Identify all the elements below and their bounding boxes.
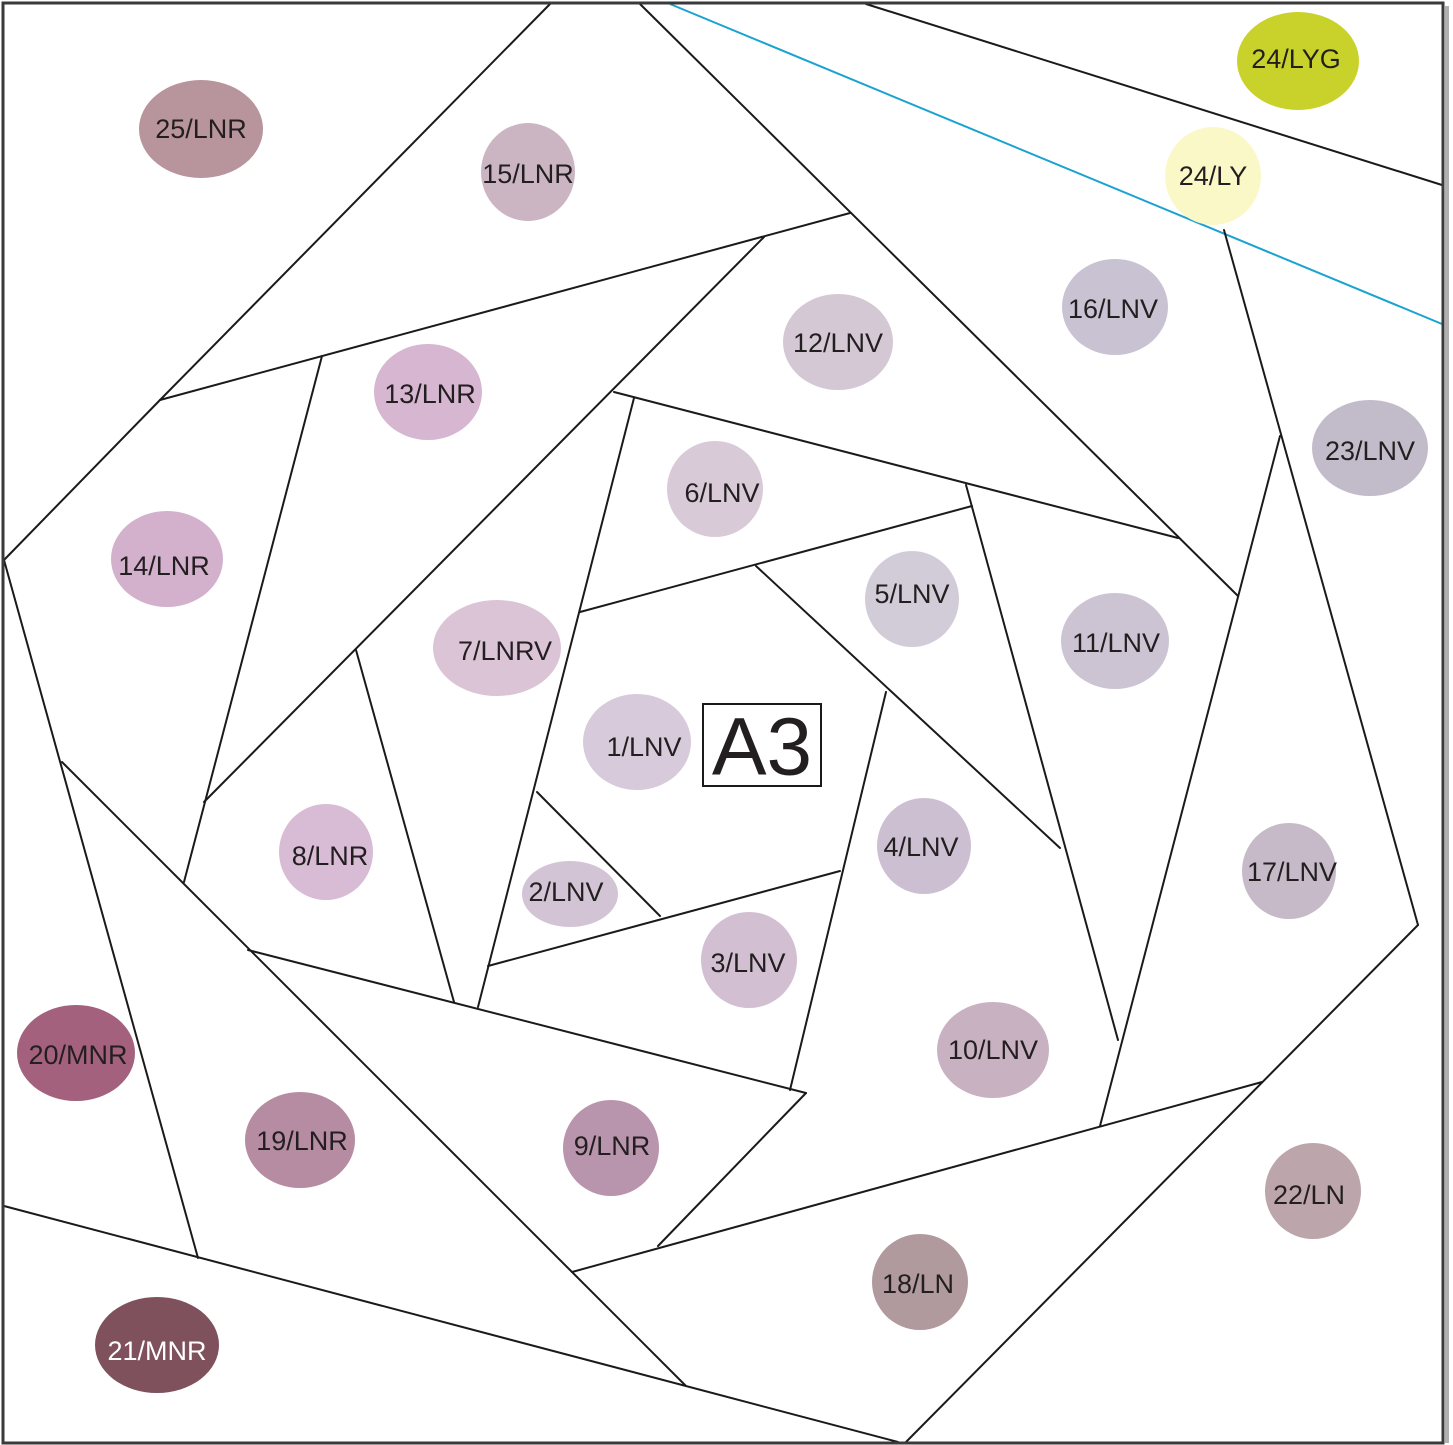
piece-9-lnr: 9/LNR: [563, 1100, 659, 1196]
piece-22-ln-bubble: [1265, 1143, 1361, 1239]
piece-13-lnr: 13/LNR: [374, 344, 482, 440]
piece-1-lnv: 1/LNV: [583, 694, 691, 790]
piece-15-lnr-bubble: [481, 123, 575, 221]
piece-labels: 25/LNR 15/LNR 24/LYG 24/LY 16/LNV 12/LNV…: [17, 12, 1428, 1393]
piece-19-lnr-bubble: [245, 1092, 355, 1188]
piece-2-lnv-label: 2/LNV: [528, 877, 603, 907]
piece-4-lnv-bubble: [877, 798, 971, 894]
piece-22-ln: 22/LN: [1265, 1143, 1361, 1239]
section-title-text: A3: [712, 702, 812, 793]
piece-12-lnv-label: 12/LNV: [793, 328, 883, 358]
piece-23-lnv: 23/LNV: [1312, 400, 1428, 496]
piece-20-mnr-bubble: [17, 1005, 135, 1101]
piece-8-lnr-label: 8/LNR: [292, 841, 369, 871]
piece-13-lnr-bubble: [374, 344, 482, 440]
piece-14-lnr: 14/LNR: [111, 511, 223, 607]
piece-25-lnr: 25/LNR: [139, 80, 263, 178]
piece-1-lnv-bubble: [583, 694, 691, 790]
piece-25-lnr-label: 25/LNR: [155, 114, 247, 144]
piece-outlines: [3, 3, 1443, 1443]
piece-20-mnr-label: 20/MNR: [28, 1040, 127, 1070]
piece-16-lnv: 16/LNV: [1062, 259, 1168, 355]
piece-12-lnv-bubble: [783, 294, 893, 390]
piece-7-lnrv-label: 7/LNRV: [458, 636, 552, 666]
piece-11-lnv: 11/LNV: [1061, 593, 1169, 689]
piece-25-lnr-bubble: [139, 80, 263, 178]
piece-19-lnr-label: 19/LNR: [256, 1126, 348, 1156]
piece-9-lnr-bubble: [563, 1100, 659, 1196]
seam-guide-line: [669, 3, 1443, 325]
piece-11-lnv-bubble: [1061, 593, 1169, 689]
piece-4-lnv: 4/LNV: [877, 798, 971, 894]
piece-14-lnr-label: 14/LNR: [118, 551, 210, 581]
piece-17-lnv-bubble: [1242, 823, 1336, 919]
piece-17-lnv: 17/LNV: [1242, 823, 1337, 919]
piece-6-lnv-label: 6/LNV: [684, 478, 759, 508]
piece-9-lnr-label: 9/LNR: [574, 1131, 651, 1161]
piece-20-mnr: 20/MNR: [17, 1005, 135, 1101]
piece-24-ly-bubble: [1165, 127, 1261, 225]
piece-5-lnv-label: 5/LNV: [874, 579, 949, 609]
piece-10-lnv-label: 10/LNV: [948, 1035, 1038, 1065]
piece-24-lyg-label: 24/LYG: [1251, 44, 1341, 74]
piece-5-lnv-bubble: [865, 551, 959, 647]
piece-15-lnr-label: 15/LNR: [482, 159, 574, 189]
piece-24-lyg-bubble: [1237, 12, 1359, 110]
piece-3-lnv: 3/LNV: [701, 912, 797, 1008]
piece-2-lnv-bubble: [522, 861, 618, 927]
piece-6-lnv: 6/LNV: [667, 441, 763, 537]
piece-12-lnv: 12/LNV: [783, 294, 893, 390]
piece-18-ln: 18/LN: [872, 1234, 968, 1330]
piece-5-lnv: 5/LNV: [865, 551, 959, 647]
piece-15-lnr: 15/LNR: [481, 123, 575, 221]
section-title-box: [702, 703, 822, 787]
piece-4-lnv-label: 4/LNV: [883, 832, 958, 862]
piece-2-lnv: 2/LNV: [522, 861, 618, 927]
piece-23-lnv-label: 23/LNV: [1325, 436, 1415, 466]
piece-18-ln-bubble: [872, 1234, 968, 1330]
piece-18-ln-label: 18/LN: [882, 1269, 954, 1299]
piece-14-lnr-bubble: [111, 511, 223, 607]
piece-1-lnv-label: 1/LNV: [606, 732, 681, 762]
piece-8-lnr-bubble: [279, 804, 373, 900]
piece-23-lnv-bubble: [1312, 400, 1428, 496]
piece-7-lnrv: 7/LNRV: [433, 600, 561, 696]
piece-24-ly-label: 24/LY: [1179, 161, 1248, 191]
piece-22-ln-label: 22/LN: [1273, 1180, 1345, 1210]
piece-6-lnv-bubble: [667, 441, 763, 537]
section-title: A3: [702, 702, 822, 793]
piece-21-mnr-label: 21/MNR: [107, 1336, 206, 1366]
piece-8-lnr: 8/LNR: [279, 804, 373, 900]
piece-7-lnrv-bubble: [433, 600, 561, 696]
piece-13-lnr-label: 13/LNR: [384, 379, 476, 409]
piece-24-lyg: 24/LYG: [1237, 12, 1359, 110]
piece-17-lnv-label: 17/LNV: [1247, 857, 1337, 887]
piece-21-mnr-bubble: [95, 1297, 219, 1393]
piece-11-lnv-label: 11/LNV: [1072, 628, 1160, 658]
piece-16-lnv-bubble: [1062, 259, 1168, 355]
piece-10-lnv-bubble: [937, 1002, 1049, 1098]
piece-16-lnv-label: 16/LNV: [1068, 294, 1158, 324]
piece-3-lnv-bubble: [701, 912, 797, 1008]
piece-3-lnv-label: 3/LNV: [710, 948, 785, 978]
piece-19-lnr: 19/LNR: [245, 1092, 355, 1188]
piece-24-ly: 24/LY: [1165, 127, 1261, 225]
piece-21-mnr: 21/MNR: [95, 1297, 219, 1393]
piece-10-lnv: 10/LNV: [937, 1002, 1049, 1098]
